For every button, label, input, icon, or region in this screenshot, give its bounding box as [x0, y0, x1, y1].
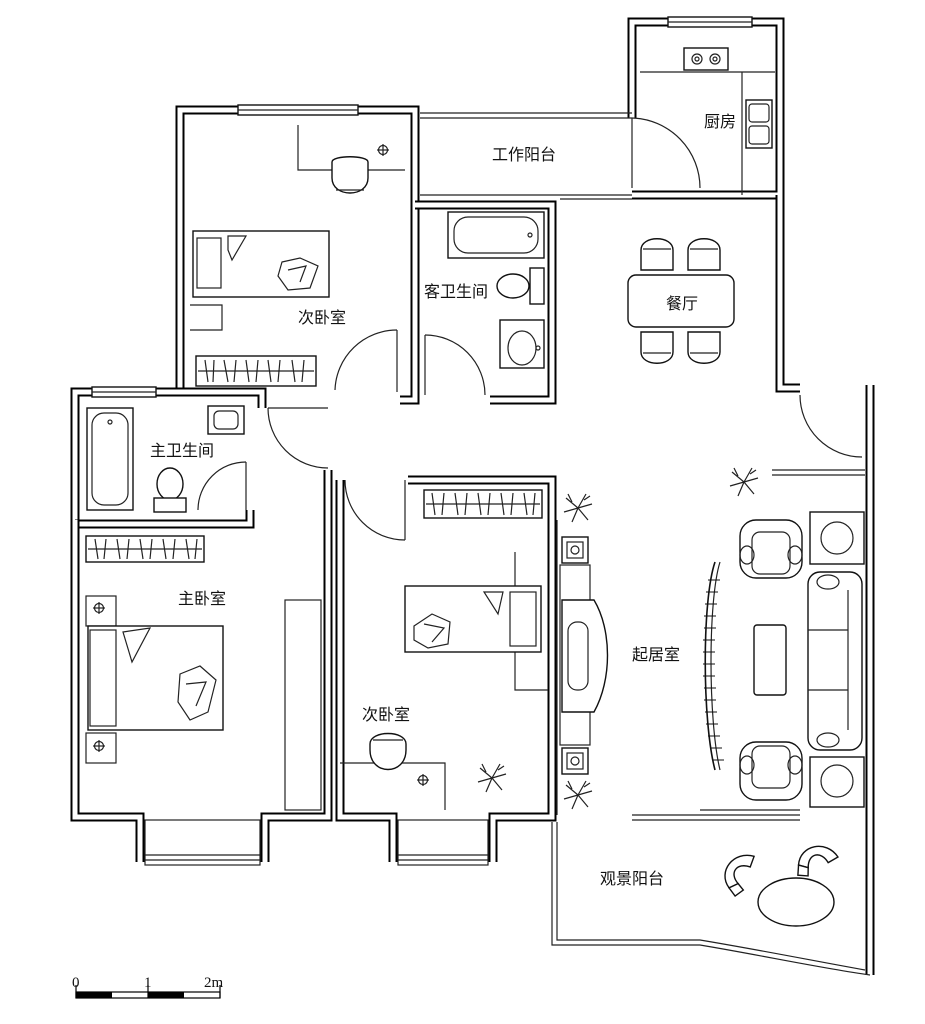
chair-icon: [724, 854, 756, 898]
room-labels: 厨房 工作阳台 餐厅 客卫生间 次卧室 主卫生间 主卧室 次卧室 起居室 观景阳…: [150, 112, 736, 888]
label-master-bedroom: 主卧室: [178, 589, 226, 608]
coffee-table-icon: [753, 624, 787, 696]
chair-icon: [331, 156, 369, 194]
side-table-icon: [809, 511, 865, 565]
armchair-icon: [739, 741, 803, 801]
lamp-icon: [93, 602, 105, 614]
label-second-bedroom-top: 次卧室: [298, 308, 346, 327]
label-view-balcony: 观景阳台: [600, 869, 664, 888]
label-master-bath: 主卫生间: [150, 441, 214, 460]
doors: [197, 117, 863, 541]
living-furniture: [559, 467, 865, 810]
scale-bar: 0 1 2m: [72, 975, 224, 999]
washbasin-icon: [499, 319, 545, 369]
master-bedroom-furniture: [85, 535, 322, 811]
bed-icon: [87, 625, 224, 731]
plant-icon: [563, 493, 593, 523]
scale-tick-1: 1: [144, 975, 152, 991]
master-bath-fixtures: [86, 405, 245, 513]
dining-chairs: [640, 238, 721, 364]
dining-furniture: [627, 238, 735, 364]
label-living-room: 起居室: [632, 645, 680, 664]
top-bedroom-furniture: [190, 125, 405, 387]
stove-icon: [683, 47, 729, 71]
plant-icon: [563, 780, 593, 810]
label-dining: 餐厅: [666, 294, 698, 313]
kitchen-fixtures: [640, 47, 775, 195]
bathtub-icon: [86, 407, 134, 511]
sink-icon: [745, 99, 773, 149]
toilet-icon: [153, 467, 187, 513]
label-second-bedroom-bottom: 次卧室: [362, 705, 410, 724]
dining-table-icon: [627, 274, 735, 328]
bathtub-icon: [447, 211, 545, 259]
chair-icon: [369, 732, 407, 771]
bed-icon: [192, 230, 330, 298]
label-work-balcony: 工作阳台: [492, 145, 556, 164]
round-table-icon: [757, 877, 835, 927]
toilet-icon: [496, 267, 545, 305]
bed-icon: [404, 585, 542, 653]
armchair-icon: [739, 519, 803, 579]
walls: [70, 17, 875, 975]
rug-icon: [704, 561, 716, 771]
guest-bath-fixtures: [447, 211, 545, 369]
scale-tick-0: 0: [72, 975, 80, 991]
lamp-icon: [93, 740, 105, 752]
label-guest-bath: 客卫生间: [424, 282, 488, 301]
plant-icon: [729, 467, 759, 497]
lamp-icon: [377, 144, 389, 156]
bottom-bedroom-furniture: [340, 489, 548, 810]
windows: [91, 16, 865, 866]
tv-icon: [561, 599, 609, 713]
plant-icon: [477, 763, 507, 793]
label-kitchen: 厨房: [704, 112, 736, 131]
chair-icon: [797, 845, 839, 877]
lamp-icon: [417, 774, 429, 786]
partitions: [420, 112, 871, 976]
balcony-furniture: [724, 845, 839, 927]
scale-tick-2: 2m: [204, 975, 224, 991]
sofa-icon: [807, 571, 863, 751]
